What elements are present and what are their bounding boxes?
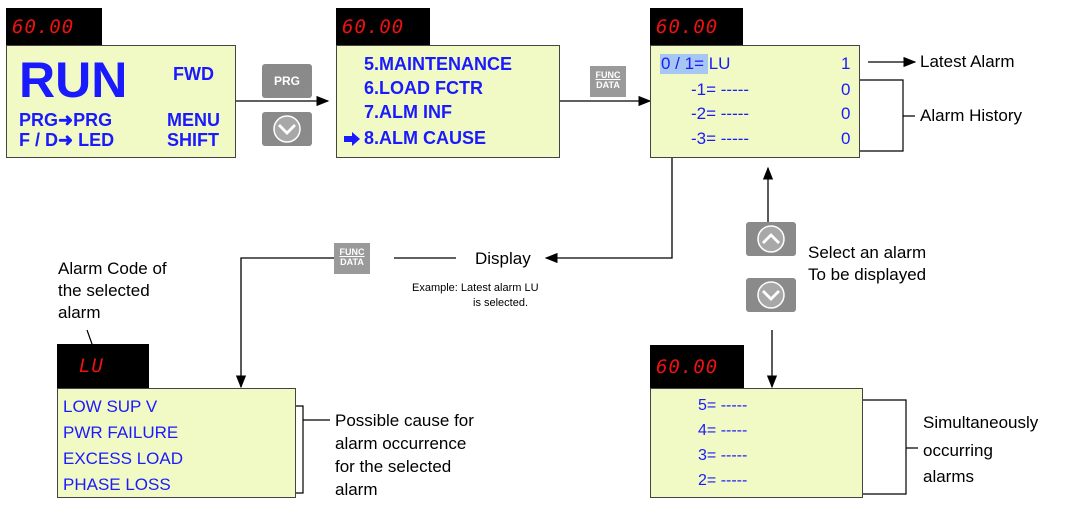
alarm-row-1-label[interactable]: -1= ----- xyxy=(691,80,750,99)
alarm-row-2-label[interactable]: -2= ----- xyxy=(691,104,750,123)
fwd-label: FWD xyxy=(173,64,214,84)
seg-display-lu: LU xyxy=(57,344,149,388)
menu-label: MENU xyxy=(167,110,220,130)
cause-label-1: Possible cause for xyxy=(335,411,474,430)
display-label: Display xyxy=(475,249,531,268)
cause-item-3: EXCESS LOAD xyxy=(63,449,183,468)
alarm-row-0-label[interactable]: 0 / 1= LU xyxy=(661,54,731,73)
example-label-1: Example: Latest alarm LU xyxy=(412,282,539,294)
chevron-up-icon xyxy=(757,225,785,253)
run-label: RUN xyxy=(19,52,128,108)
seg-display-4: 60.00 xyxy=(650,345,744,388)
simul-panel: 5= ----- 4= ----- 3= ----- 2= ----- xyxy=(650,388,863,498)
alarm-row-0-value: 1 xyxy=(841,54,851,73)
chevron-down-icon xyxy=(273,115,301,143)
alarm-row-1-value: 0 xyxy=(841,80,851,99)
alarm-row-3-value: 0 xyxy=(841,129,851,148)
prg-prg-label: PRG➜PRG xyxy=(19,110,113,130)
prg-button[interactable]: PRG xyxy=(262,64,312,98)
menu-item-8[interactable]: 8.ALM CAUSE xyxy=(364,128,487,148)
func-data-key-1[interactable]: FUNC DATA xyxy=(590,66,626,97)
cause-label-4: alarm xyxy=(335,480,378,499)
simul-label-2: occurring xyxy=(923,441,993,460)
func-data-key-2[interactable]: FUNC DATA xyxy=(334,243,370,274)
seg-display-2: 60.00 xyxy=(336,8,430,45)
shift-label: SHIFT xyxy=(167,130,219,150)
simul-item-2: 2= ----- xyxy=(698,472,748,489)
alarm-row-3-label[interactable]: -3= ----- xyxy=(691,129,750,148)
menu-item-6[interactable]: 6.LOAD FCTR xyxy=(364,78,483,98)
arrow-right-icon xyxy=(344,132,360,146)
simul-label-1: Simultaneously xyxy=(923,413,1039,432)
cause-label-2: alarm occurrence xyxy=(335,434,467,453)
down-button-select[interactable] xyxy=(746,278,796,312)
up-button[interactable] xyxy=(746,222,796,256)
select-alarm-label-1: Select an alarm xyxy=(808,243,927,262)
cause-item-2: PWR FAILURE xyxy=(63,423,179,442)
simul-item-4: 4= ----- xyxy=(698,422,748,439)
menu-item-7[interactable]: 7.ALM INF xyxy=(364,102,452,122)
cause-panel: LOW SUP V PWR FAILURE EXCESS LOAD PHASE … xyxy=(57,388,296,498)
alarm-row-2-value: 0 xyxy=(841,104,851,123)
down-button[interactable] xyxy=(262,112,312,146)
alarm-panel: 0 / 1= LU 1 -1= ----- 0 -2= ----- 0 -3= … xyxy=(650,45,860,158)
seg-display-3: 60.00 xyxy=(650,8,743,45)
simul-label-3: alarms xyxy=(923,467,975,486)
alarm-code-label-2: the selected xyxy=(58,281,150,300)
run-panel: RUN FWD PRG➜PRG F / D➜ LED MENU SHIFT xyxy=(6,45,236,158)
cause-item-4: PHASE LOSS xyxy=(63,475,171,494)
example-label-2: is selected. xyxy=(473,297,529,309)
cause-label-3: for the selected xyxy=(335,457,452,476)
fd-led-label: F / D➜ LED xyxy=(19,130,115,150)
menu-panel: 5.MAINTENANCE 6.LOAD FCTR 7.ALM INF 8.AL… xyxy=(336,45,560,158)
chevron-down-icon xyxy=(757,281,785,309)
cause-item-1: LOW SUP V xyxy=(63,397,158,416)
alarm-code-label-3: alarm xyxy=(58,303,101,322)
simul-item-3: 3= ----- xyxy=(698,447,748,464)
alarm-history-bracket xyxy=(858,79,915,152)
arrow-to-cause xyxy=(235,257,334,389)
menu-item-5[interactable]: 5.MAINTENANCE xyxy=(364,54,513,74)
seg-display-1: 60.00 xyxy=(6,8,102,45)
select-alarm-label-2: To be displayed xyxy=(808,265,927,284)
latest-alarm-label: Latest Alarm xyxy=(920,52,1015,71)
simul-item-5: 5= ----- xyxy=(698,397,748,414)
alarm-history-label: Alarm History xyxy=(920,106,1023,125)
alarm-code-label-1: Alarm Code of xyxy=(58,259,167,278)
